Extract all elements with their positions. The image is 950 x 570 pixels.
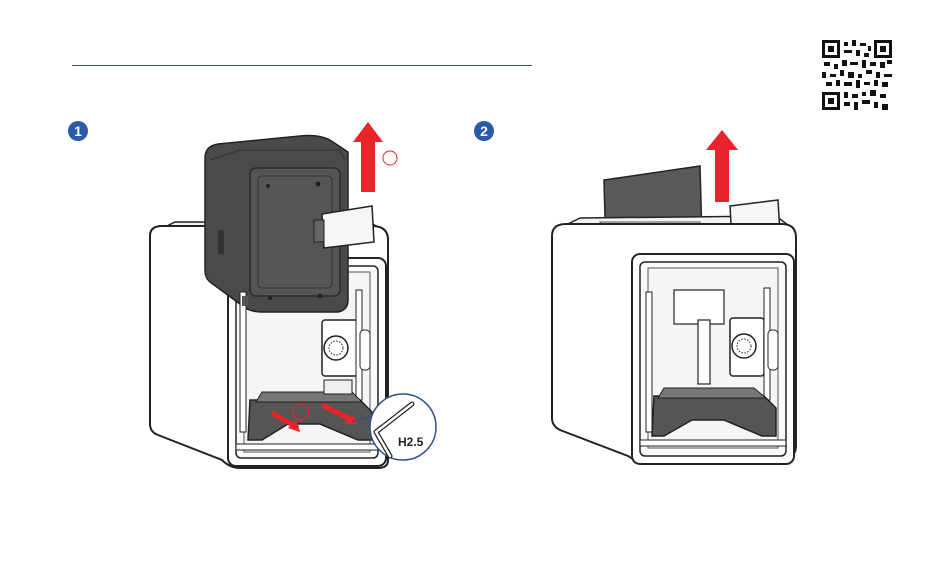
- printer-step-2: [552, 130, 796, 464]
- printer-step-1: H2.5: [150, 122, 436, 468]
- enclosure-module: [205, 136, 374, 313]
- hex-key-size-label: H2.5: [398, 435, 424, 449]
- up-arrow-icon: [706, 130, 738, 202]
- up-arrow-icon: [353, 122, 397, 192]
